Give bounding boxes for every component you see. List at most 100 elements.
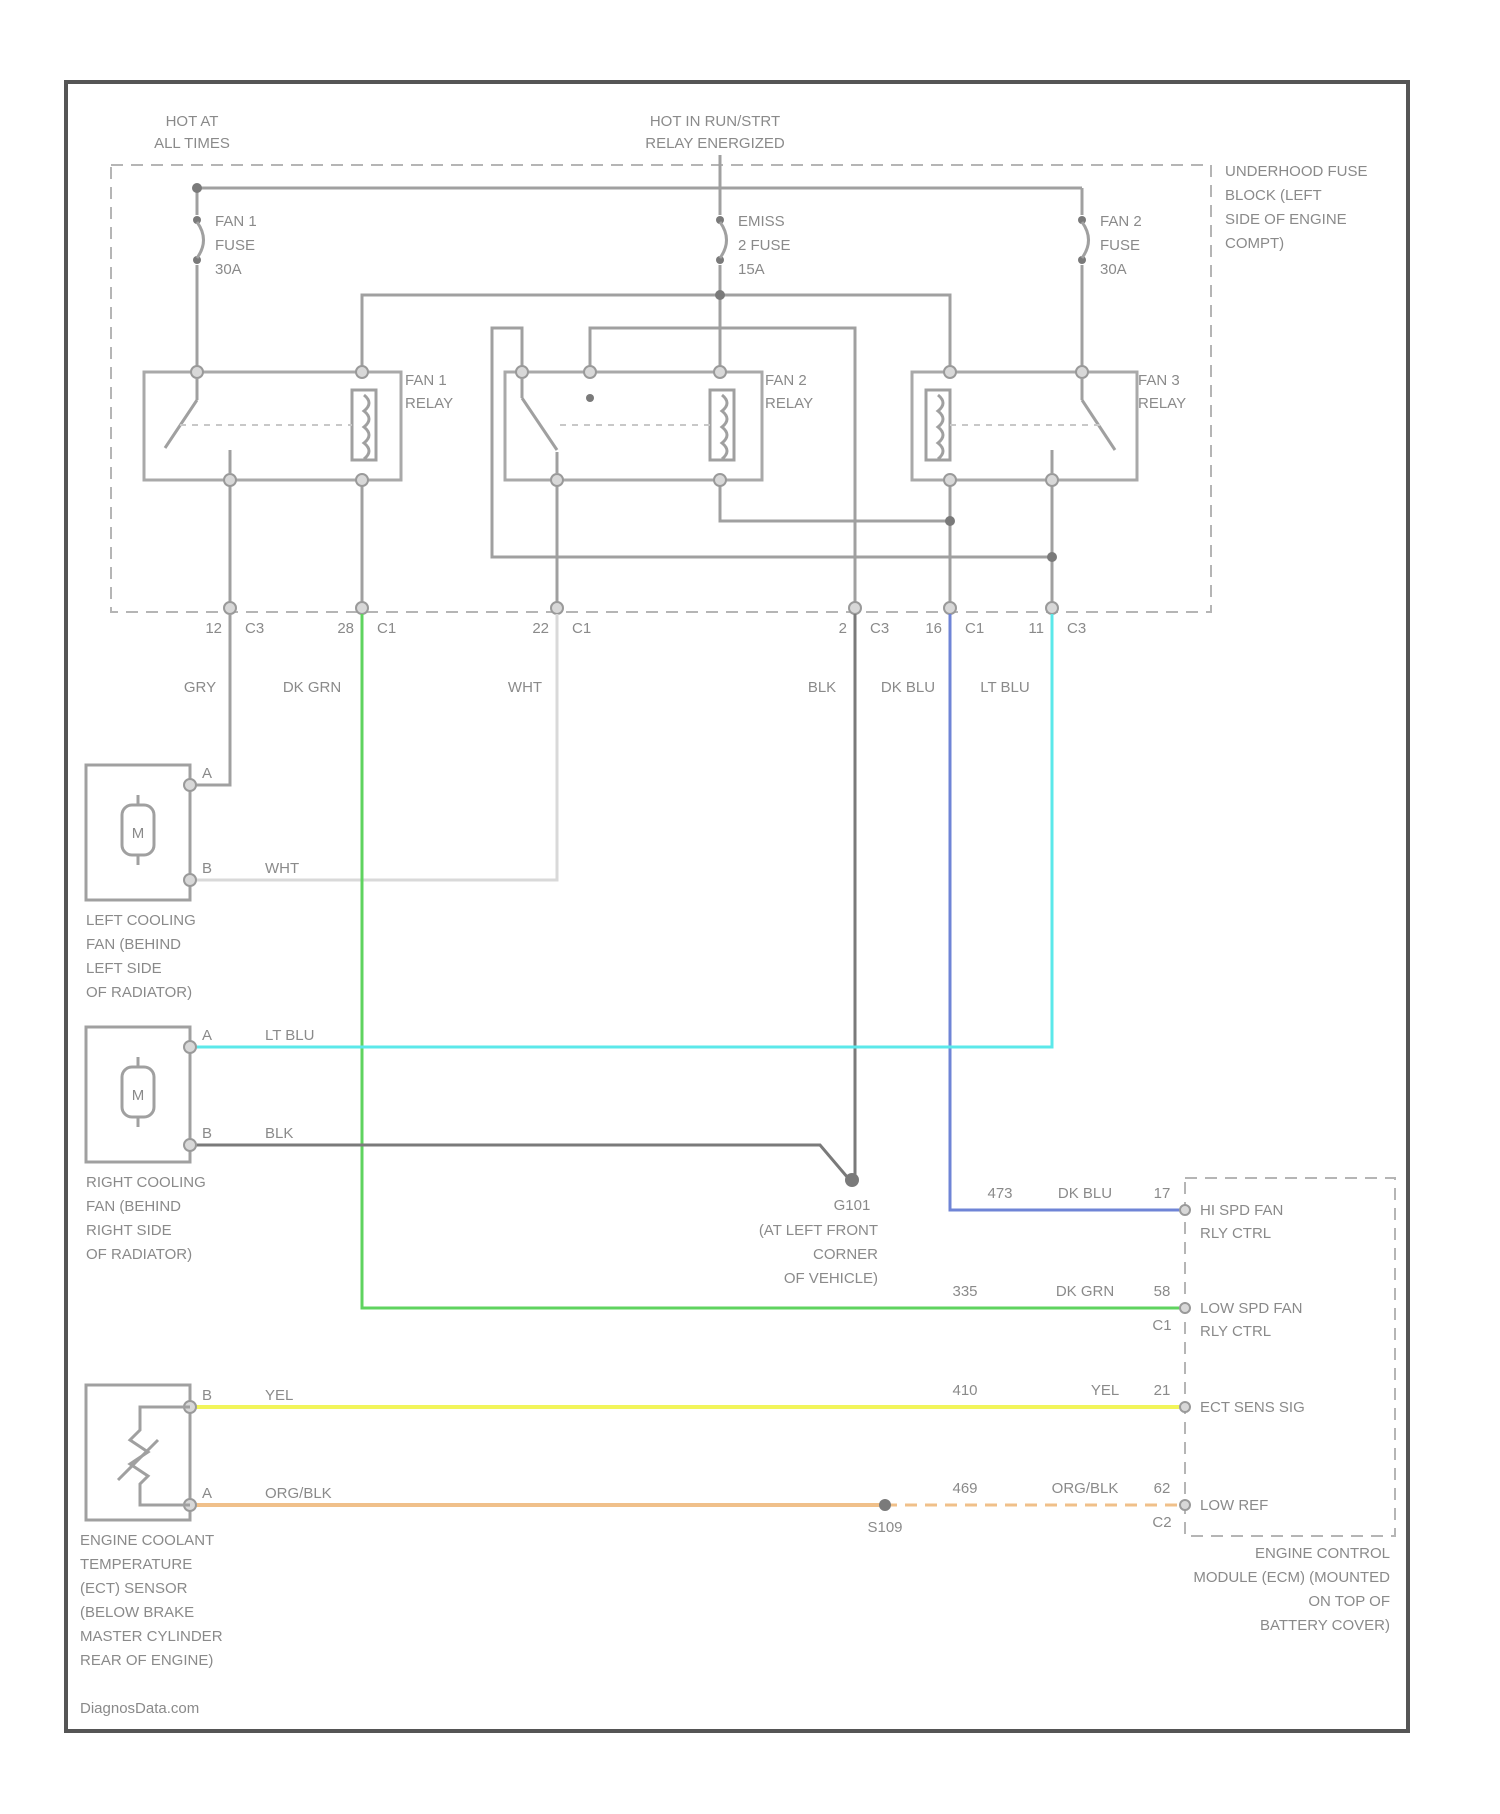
svg-text:YEL: YEL: [265, 1387, 293, 1404]
ground-id: G101: [834, 1197, 871, 1214]
svg-text:RELAY: RELAY: [405, 395, 453, 412]
right-fan-label-4: OF RADIATOR): [86, 1246, 192, 1263]
junction-dot: [715, 290, 725, 300]
ecm-label-1: ENGINE CONTROL: [1255, 1545, 1390, 1562]
fuse-block-label-2: BLOCK (LEFT: [1225, 187, 1322, 204]
ecm-conn-c1: C1: [1152, 1317, 1171, 1334]
ecm-func-low-ref: LOW REF: [1200, 1497, 1268, 1514]
emiss2-fuse: EMISS 2 FUSE 15A: [716, 213, 791, 278]
hot-in-run-line2: RELAY ENERGIZED: [645, 135, 785, 152]
hot-in-run-line1: HOT IN RUN/STRT: [650, 113, 780, 130]
svg-text:WHT: WHT: [265, 860, 299, 877]
wire-blk-right-fan: [190, 1145, 848, 1178]
ect-label-3: (ECT) SENSOR: [80, 1580, 188, 1597]
right-fan-label-2: FAN (BEHIND: [86, 1198, 181, 1215]
svg-text:FAN 1: FAN 1: [215, 213, 257, 230]
ground-g101: [845, 1173, 859, 1187]
underhood-fuse-block: [111, 165, 1211, 612]
svg-text:FAN 2: FAN 2: [1100, 213, 1142, 230]
ect-label-5: MASTER CYLINDER: [80, 1628, 223, 1645]
svg-text:C3: C3: [870, 620, 889, 637]
svg-text:2 FUSE: 2 FUSE: [738, 237, 791, 254]
svg-text:15A: 15A: [738, 261, 765, 278]
svg-text:A: A: [202, 1485, 212, 1502]
fuse-block-label-1: UNDERHOOD FUSE: [1225, 163, 1368, 180]
svg-text:A: A: [202, 1027, 212, 1044]
watermark: DiagnosData.com: [80, 1700, 199, 1717]
ground-label-2: CORNER: [813, 1246, 878, 1263]
ecm-pin-17: 17: [1154, 1185, 1171, 1202]
wire-label-blk: BLK: [808, 679, 836, 696]
wire-dk-blu: [950, 614, 1180, 1210]
svg-text:16: 16: [925, 620, 942, 637]
svg-text:28: 28: [337, 620, 354, 637]
ecm-pin-62: 62: [1154, 1480, 1171, 1497]
ecm-func-low-spd-1: LOW SPD FAN: [1200, 1300, 1303, 1317]
fan1-fuse: FAN 1 FUSE 30A: [193, 213, 257, 278]
wire-label-dk-grn: DK GRN: [283, 679, 341, 696]
ecm-circuit-473: 473: [987, 1185, 1012, 1202]
svg-text:M: M: [132, 825, 145, 842]
left-fan-label-4: OF RADIATOR): [86, 984, 192, 1001]
svg-text:C3: C3: [1067, 620, 1086, 637]
ecm-wire-yel: YEL: [1091, 1382, 1119, 1399]
fan3-relay: FAN 3 RELAY: [912, 366, 1186, 486]
wire-label-gry: GRY: [184, 679, 216, 696]
left-fan-label-1: LEFT COOLING: [86, 912, 196, 929]
wire-gry: [190, 614, 230, 785]
svg-text:B: B: [202, 860, 212, 877]
fan2-fuse: FAN 2 FUSE 30A: [1078, 213, 1142, 278]
svg-text:FUSE: FUSE: [1100, 237, 1140, 254]
fan1-relay: FAN 1 RELAY: [144, 366, 453, 486]
right-fan-label-3: RIGHT SIDE: [86, 1222, 172, 1239]
svg-text:30A: 30A: [215, 261, 242, 278]
ecm-wire-org-blk: ORG/BLK: [1052, 1480, 1119, 1497]
svg-text:2: 2: [839, 620, 847, 637]
ecm-circuit-410: 410: [952, 1382, 977, 1399]
ecm-wire-dk-blu: DK BLU: [1058, 1185, 1112, 1202]
junction-dot: [192, 183, 202, 193]
ecm-label-2: MODULE (ECM) (MOUNTED: [1193, 1569, 1390, 1586]
svg-text:C1: C1: [965, 620, 984, 637]
junction-dot: [1047, 552, 1057, 562]
svg-text:11: 11: [1028, 620, 1044, 637]
svg-text:A: A: [202, 765, 212, 782]
ecm-circuit-469: 469: [952, 1480, 977, 1497]
fuse-block-wiring: [197, 155, 1082, 605]
wire-label-lt-blu: LT BLU: [980, 679, 1029, 696]
right-fan-label-1: RIGHT COOLING: [86, 1174, 206, 1191]
svg-text:RELAY: RELAY: [765, 395, 813, 412]
fan2-relay: FAN 2 RELAY: [505, 366, 813, 486]
hot-at-all-times-line2: ALL TIMES: [154, 135, 230, 152]
ground-label-3: OF VEHICLE): [784, 1270, 878, 1287]
ect-label-4: (BELOW BRAKE: [80, 1604, 194, 1621]
ecm-circuit-335: 335: [952, 1283, 977, 1300]
splice-s109: [879, 1499, 891, 1511]
fuse-block-label-3: SIDE OF ENGINE: [1225, 211, 1347, 228]
left-fan-label-2: FAN (BEHIND: [86, 936, 181, 953]
svg-text:30A: 30A: [1100, 261, 1127, 278]
junction-dot: [945, 516, 955, 526]
svg-text:BLK: BLK: [265, 1125, 293, 1142]
ecm-wire-dk-grn: DK GRN: [1056, 1283, 1114, 1300]
svg-text:ORG/BLK: ORG/BLK: [265, 1485, 332, 1502]
svg-text:LT BLU: LT BLU: [265, 1027, 314, 1044]
ground-label-1: (AT LEFT FRONT: [759, 1222, 878, 1239]
ect-label-6: REAR OF ENGINE): [80, 1652, 213, 1669]
ect-label-1: ENGINE COOLANT: [80, 1532, 214, 1549]
svg-text:12: 12: [205, 620, 222, 637]
svg-text:C1: C1: [572, 620, 591, 637]
fuse-block-connectors: 12 C3 28 C1 22 C1 2 C3 16 C1 11 C3: [205, 602, 1086, 637]
fuse-block-label-4: COMPT): [1225, 235, 1284, 252]
svg-text:FAN 1: FAN 1: [405, 372, 447, 389]
wire-label-wht: WHT: [508, 679, 542, 696]
svg-text:RELAY: RELAY: [1138, 395, 1186, 412]
ecm-func-low-spd-2: RLY CTRL: [1200, 1323, 1271, 1340]
ecm-func-hi-spd-1: HI SPD FAN: [1200, 1202, 1283, 1219]
splice-id: S109: [867, 1519, 902, 1536]
svg-text:B: B: [202, 1387, 212, 1404]
wire-wht: [190, 614, 557, 880]
ecm-func-hi-spd-2: RLY CTRL: [1200, 1225, 1271, 1242]
svg-text:FAN 2: FAN 2: [765, 372, 807, 389]
